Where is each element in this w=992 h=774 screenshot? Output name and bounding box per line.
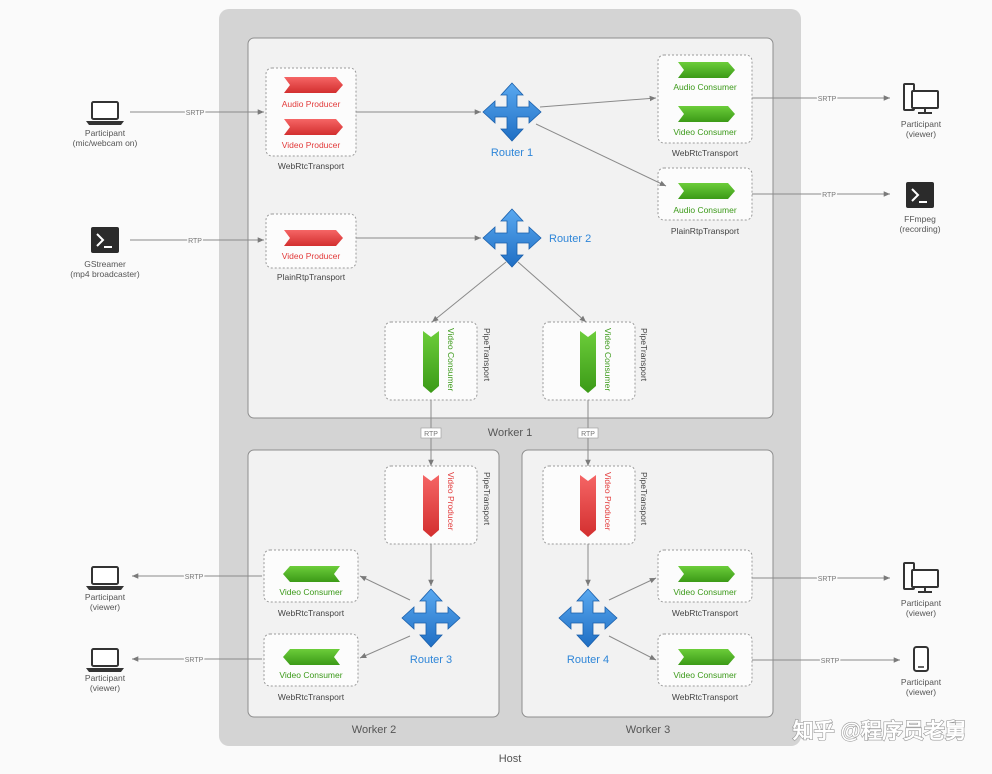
- viewer-left-1-line1: Participant: [85, 592, 126, 602]
- srtp-label-out-left-2: SRTP: [185, 657, 204, 664]
- webrtc-transport-label-1: WebRtcTransport: [278, 161, 345, 171]
- w3-webrtc-transport-label-2: WebRtcTransport: [672, 692, 739, 702]
- w3-webrtc-transport-label-1: WebRtcTransport: [672, 608, 739, 618]
- video-producer-arrow-2: [284, 230, 343, 246]
- w3-video-consumer-label-1: Video Consumer: [673, 587, 736, 597]
- worker1-label: Worker 1: [488, 427, 532, 439]
- viewer-right-3-line2: (viewer): [906, 687, 936, 697]
- laptop-icon-sender: [86, 101, 124, 125]
- video-producer-arrow: [284, 119, 343, 135]
- viewer-right-1-line2: (viewer): [906, 129, 936, 139]
- w2-video-consumer-arrow-2: [283, 649, 340, 665]
- w2-video-consumer-label-1: Video Consumer: [279, 587, 342, 597]
- pipe-video-consumer-arrow-2: [580, 331, 596, 393]
- viewer-right-1-line1: Participant: [901, 119, 942, 129]
- pipe-video-consumer-label-2: Video Consumer: [603, 328, 613, 391]
- srtp-label-out-right-3: SRTP: [821, 658, 840, 665]
- participant-sender-line1: Participant: [85, 128, 126, 138]
- worker2-label: Worker 2: [352, 724, 396, 736]
- w3-video-consumer-arrow-1: [678, 566, 735, 582]
- laptop-icon-viewer-left-1: [86, 566, 124, 590]
- w2-video-consumer-label-2: Video Consumer: [279, 670, 342, 680]
- webrtc-transport-label-2: WebRtcTransport: [672, 148, 739, 158]
- w2-pipe-video-producer-label: Video Producer: [446, 472, 456, 531]
- video-producer-label: Video Producer: [282, 140, 341, 150]
- viewer-right-2-line2: (viewer): [906, 608, 936, 618]
- video-producer-label-2: Video Producer: [282, 251, 341, 261]
- audio-consumer-label: Audio Consumer: [673, 82, 736, 92]
- pipe-transport-label-2: PipeTransport: [639, 328, 649, 382]
- w2-webrtc-transport-label-1: WebRtcTransport: [278, 608, 345, 618]
- rtp-tag-1: [420, 427, 442, 439]
- audio-consumer-arrow-2: [678, 183, 735, 199]
- audio-consumer-label-2: Audio Consumer: [673, 205, 736, 215]
- rtp-label-out: RTP: [822, 192, 836, 199]
- ffmpeg-line1: FFmpeg: [904, 214, 936, 224]
- w2-video-consumer-arrow-1: [283, 566, 340, 582]
- audio-producer-arrow: [284, 77, 343, 93]
- viewer-left-2-line1: Participant: [85, 673, 126, 683]
- video-consumer-label: Video Consumer: [673, 127, 736, 137]
- w3-pipe-transport-label: PipeTransport: [639, 472, 649, 526]
- phone-icon-viewer-right-3: [913, 646, 929, 672]
- video-consumer-arrow: [678, 106, 735, 122]
- w3-pipe-video-producer-label: Video Producer: [603, 472, 613, 531]
- router2-label: Router 2: [549, 233, 591, 245]
- pipe-video-consumer-arrow-1: [423, 331, 439, 393]
- viewer-right-2-line1: Participant: [901, 598, 942, 608]
- srtp-label-out-right-1: SRTP: [818, 96, 837, 103]
- router4-label: Router 4: [567, 654, 609, 666]
- plainrtp-transport-label-2: PlainRtpTransport: [671, 226, 740, 236]
- host-label: Host: [499, 753, 522, 765]
- desktop-icon-viewer-right-2: [903, 562, 939, 593]
- laptop-icon-viewer-left-2: [86, 648, 124, 672]
- rtp-tag-label-2: RTP: [581, 431, 595, 438]
- router1-label: Router 1: [491, 147, 533, 159]
- pipe-video-consumer-label-1: Video Consumer: [446, 328, 456, 391]
- pipe-transport-label-1: PipeTransport: [482, 328, 492, 382]
- gstreamer-line2: (mp4 broadcaster): [70, 269, 140, 279]
- rtp-tag-2: [577, 427, 599, 439]
- audio-producer-label: Audio Producer: [282, 99, 341, 109]
- viewer-left-2-line2: (viewer): [90, 683, 120, 693]
- viewer-right-3-line1: Participant: [901, 677, 942, 687]
- watermark: 知乎 @程序员老舅: [793, 719, 966, 743]
- router3-label: Router 3: [410, 654, 452, 666]
- srtp-label-in-1: SRTP: [186, 110, 205, 117]
- participant-sender-line2: (mic/webcam on): [73, 138, 138, 148]
- gstreamer-line1: GStreamer: [84, 259, 126, 269]
- plainrtp-transport-label-1: PlainRtpTransport: [277, 272, 346, 282]
- terminal-icon-gstreamer: [91, 227, 119, 253]
- viewer-left-1-line2: (viewer): [90, 602, 120, 612]
- audio-consumer-arrow: [678, 62, 735, 78]
- w3-video-consumer-label-2: Video Consumer: [673, 670, 736, 680]
- srtp-label-out-right-2: SRTP: [818, 576, 837, 583]
- ffmpeg-line2: (recording): [899, 224, 940, 234]
- rtp-label-in: RTP: [188, 238, 202, 245]
- terminal-icon-ffmpeg: [906, 182, 934, 208]
- rtp-tag-label-1: RTP: [424, 431, 438, 438]
- w3-video-consumer-arrow-2: [678, 649, 735, 665]
- w3-pipe-video-producer-arrow: [580, 475, 596, 537]
- w2-pipe-video-producer-arrow: [423, 475, 439, 537]
- desktop-icon-viewer-right-1: [903, 83, 939, 114]
- w2-webrtc-transport-label-2: WebRtcTransport: [278, 692, 345, 702]
- srtp-label-out-left-1: SRTP: [185, 574, 204, 581]
- worker3-label: Worker 3: [626, 724, 670, 736]
- w2-pipe-transport-label: PipeTransport: [482, 472, 492, 526]
